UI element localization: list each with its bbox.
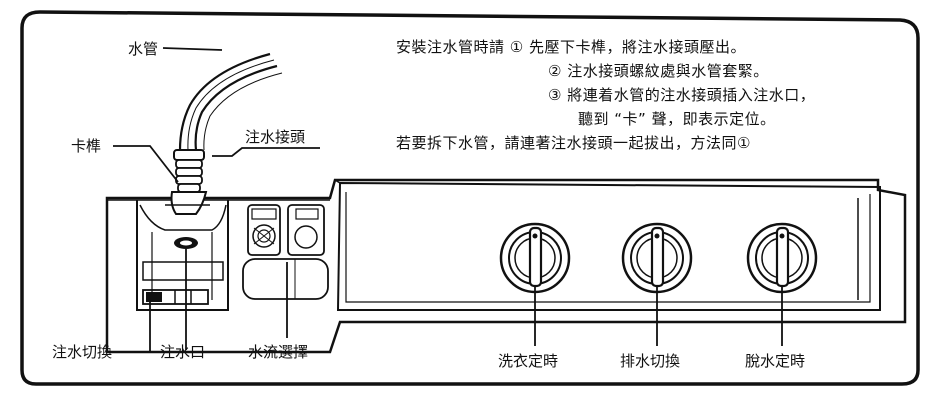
label-drain-switch: 排水切換: [620, 352, 681, 370]
outer-frame: [20, 10, 920, 386]
label-spin-timer: 脫水定時: [745, 352, 806, 370]
instruction-line-3: ③ 將連着水管的注水接頭插入注水口，: [548, 86, 816, 104]
instruction-line-1: 安裝注水管時請 ① 先壓下卡榫，將注水接頭壓出。: [396, 38, 746, 56]
spin-timer-knob: [746, 222, 818, 294]
timer-panel: [336, 181, 881, 311]
label-inlet-connector: 注水接頭: [245, 128, 306, 146]
inlet-recess: [136, 200, 229, 311]
wash-timer-knob: [499, 222, 571, 294]
flow-select-window: [242, 258, 329, 300]
label-inlet-switch: 注水切換: [52, 343, 113, 361]
flow-gentle-button: [287, 204, 325, 256]
inlet-connector: [165, 149, 210, 215]
label-inlet: 注水口: [160, 343, 206, 361]
drain-switch-knob: [621, 222, 693, 294]
label-latch: 卡榫: [71, 137, 102, 155]
control-panel-outline: [105, 178, 907, 354]
instruction-line-5: 若要拆下水管，請連著注水接頭一起拔出，方法同①: [396, 134, 751, 152]
hose-leader: [162, 47, 223, 51]
water-hose: [178, 52, 271, 151]
label-wash-timer: 洗衣定時: [498, 352, 559, 370]
flow-strong-button: [247, 204, 281, 256]
instruction-line-2: ② 注水接頭螺紋處與水管套緊。: [548, 62, 769, 80]
label-flow-select: 水流選擇: [248, 343, 309, 361]
label-water-hose: 水管: [128, 40, 159, 58]
connector-leader: [212, 147, 320, 157]
instruction-line-4: 聽到 “卡” 聲，即表示定位。: [578, 110, 776, 128]
latch-leader: [113, 145, 179, 183]
